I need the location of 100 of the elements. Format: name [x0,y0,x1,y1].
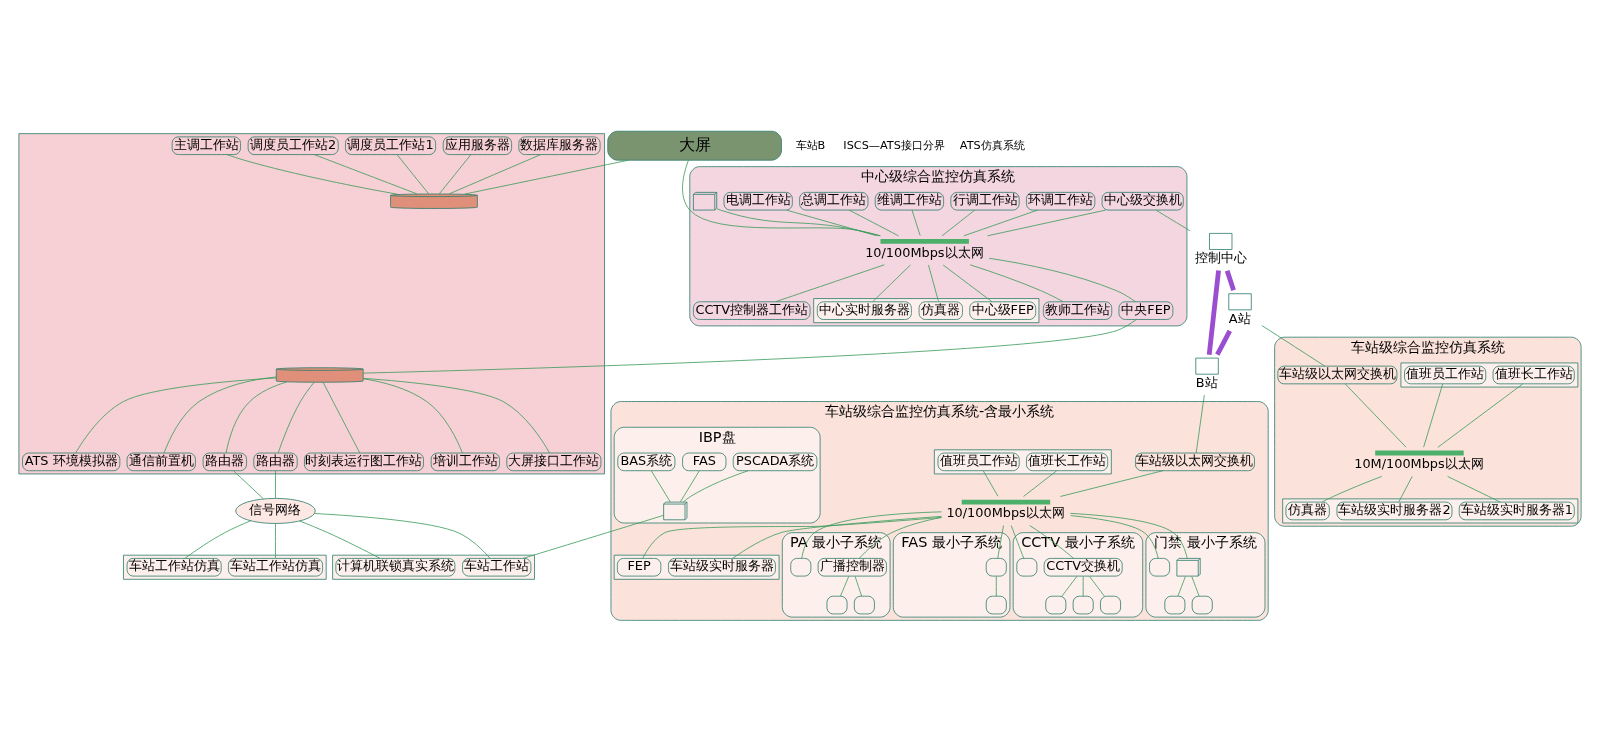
connector [1069,512,1188,559]
node-box [1149,557,1171,576]
node-bar [880,238,969,244]
node-box: 大屏接口工作站 [506,452,602,471]
node-box [790,557,812,576]
node-box: 主调工作站 [171,135,241,155]
connector [801,510,942,559]
node-box: BAS系统 [617,452,676,471]
connector [928,264,939,302]
connector [1089,575,1105,597]
connector [225,381,288,453]
connector [941,209,976,236]
connector [732,515,942,559]
connector [786,209,878,236]
node-box: 值班长工作站 [1026,452,1109,471]
node-box: 总调工作站 [799,191,869,210]
node-box: 车站级实时服务器2 [1336,501,1453,520]
connector [982,469,999,497]
node-box: 车站工作站仿真 [126,557,222,576]
node-box [1016,557,1038,576]
node-box: 值班员工作站 [1404,365,1487,384]
connector [1060,469,1164,497]
node-box: FAS [682,452,727,471]
connector [963,209,1038,236]
connector [988,257,1136,302]
connector [362,377,463,453]
node-box: 车站级实时服务器 [668,557,776,576]
cluster: FAS 最小子系统 [892,531,1011,618]
node-box: 培训工作站 [430,452,500,471]
connector [1344,383,1407,448]
connector [464,159,629,194]
node-box [826,595,848,614]
connector [642,516,942,559]
node-box [985,557,1007,576]
node-box: 路由器 [202,452,247,471]
connector [396,153,430,194]
connector [854,575,863,597]
node-box [1072,595,1094,614]
node-box: 数据库服务器 [518,135,601,155]
node-box: CCTV交换机 [1043,557,1123,576]
connector [314,512,491,559]
node-box: 仿真器 [918,300,963,320]
node-box [853,595,875,614]
connector [448,153,542,194]
connector [1177,575,1186,597]
node-box: 环调工作站 [1026,191,1096,210]
connector [313,153,418,194]
node-box: 值班员工作站 [937,452,1020,471]
connector [1261,324,1326,366]
node-box [1209,232,1233,250]
connector [858,516,942,559]
connector [1437,383,1524,448]
node-box: 时刻表运行图工作站 [304,452,424,471]
connector [163,376,277,453]
connector [75,377,277,453]
node-box: 电调工作站 [723,191,793,210]
node-box: 路由器 [253,452,298,471]
node-box: 计算机联锁真实系统 [335,557,456,576]
connector [679,469,700,502]
node-box: 仿真器 [1285,501,1330,520]
connector [872,264,911,302]
connector [840,575,850,597]
node-box [1191,595,1213,614]
node-label: 10M/100Mbps以太网 [1354,455,1484,471]
connector [1224,269,1236,291]
node-box: 车站级实时服务器1 [1458,501,1575,520]
connector [716,207,881,236]
label: 车站B [795,138,826,152]
connector [275,469,276,498]
connector [1398,475,1413,502]
node-box: 通信前置机 [126,452,196,471]
connector [682,159,881,236]
node-box [1195,357,1219,375]
node-box: 应用服务器 [442,135,512,155]
node-box: 行调工作站 [950,191,1020,210]
node-box: PSCADA系统 [732,452,818,471]
connector [969,263,1064,302]
node-box: 中央FEP [1118,300,1174,320]
connector [1321,475,1383,502]
node-box: ATS 环境模拟器 [22,452,121,471]
node-bar [1375,450,1464,455]
connector [1061,575,1078,597]
node-box: FEP [617,557,662,576]
connector [226,153,399,195]
node-box: 大屏 [607,130,782,161]
connector [997,524,1004,558]
connector [275,522,276,559]
node-box: 中心实时服务器 [816,300,912,320]
node-label: 10/100Mbps以太网 [865,244,984,260]
connector [362,377,550,453]
connector [911,209,921,236]
node-box: 车站工作站 [462,557,532,576]
connector [1029,524,1074,559]
node-box: 调度员工作站2 [247,135,339,155]
connector [299,520,381,559]
connector [1010,524,1025,558]
node-label: A站 [1228,310,1251,326]
node-box [1164,595,1186,614]
connector [362,318,1137,373]
node-box [985,595,1007,614]
